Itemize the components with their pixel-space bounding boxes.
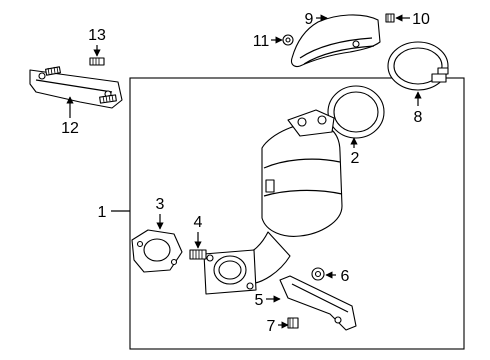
part-6-nut	[311, 267, 325, 281]
callout-5: 5	[255, 292, 264, 309]
callout-7: 7	[267, 318, 276, 335]
part-4-stud	[189, 249, 207, 260]
callout-10: 10	[412, 11, 430, 28]
part-11-nut	[282, 34, 294, 46]
part-10-bolt	[385, 13, 395, 23]
part-3-gasket	[131, 229, 183, 273]
assembly-frame	[129, 77, 465, 350]
callout-11: 11	[253, 33, 270, 50]
part-1-converter	[203, 109, 343, 295]
callout-3: 3	[156, 196, 165, 213]
part-12-bracket	[29, 69, 123, 109]
part-8-clamp	[387, 41, 449, 91]
leader-lines	[66, 14, 422, 329]
callout-9: 9	[305, 11, 314, 28]
callout-6: 6	[341, 268, 350, 285]
part-12-bolt-a	[45, 66, 61, 76]
part-13-bolt	[89, 57, 105, 66]
callout-4: 4	[194, 214, 203, 231]
part-7-bolt	[287, 317, 299, 329]
part-2-gasket	[327, 85, 385, 139]
callout-labels: 1 2 3 4 5 6 7 8 9 10 11 12 13	[61, 11, 430, 335]
callout-13: 13	[88, 27, 106, 44]
callout-8: 8	[414, 109, 423, 126]
part-5-bracket	[279, 275, 357, 331]
callout-2: 2	[351, 150, 360, 167]
callout-12: 12	[61, 120, 79, 137]
part-9-heat-shield	[290, 14, 381, 68]
part-12-bolt-b	[99, 94, 117, 104]
callout-1: 1	[98, 204, 107, 221]
